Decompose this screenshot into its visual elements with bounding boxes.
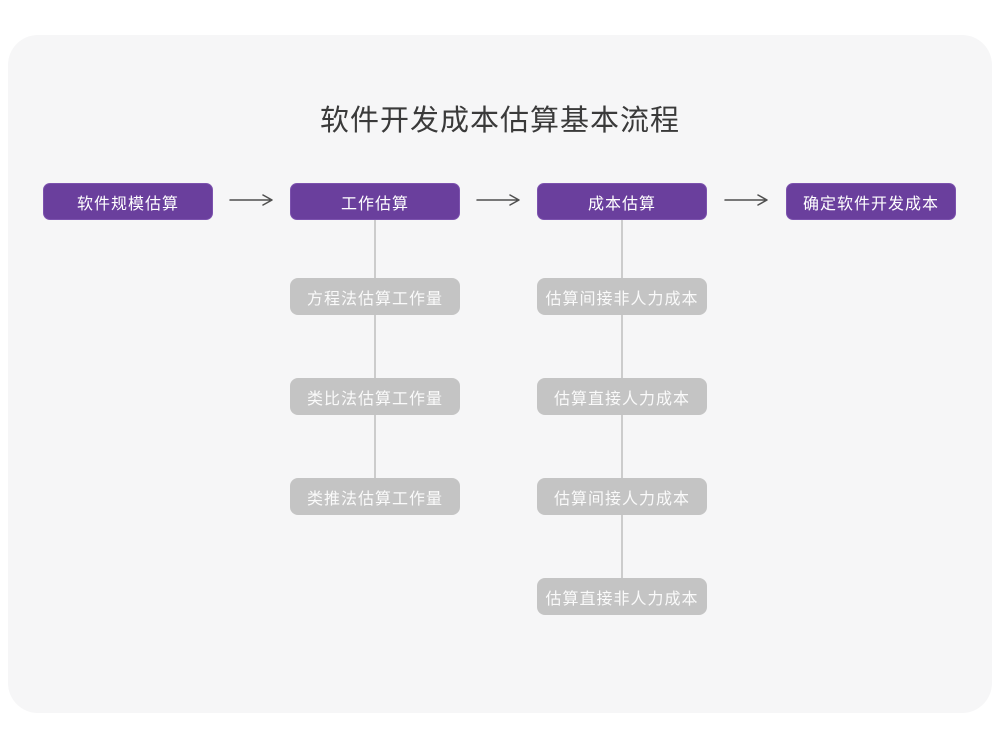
sub-step-direct-labor-cost: 估算直接人力成本 — [537, 378, 707, 415]
flow-step-software-size-estimation: 软件规模估算 — [43, 183, 213, 220]
sub-step-extrapolation-method: 类推法估算工作量 — [290, 478, 460, 515]
sub-step-indirect-labor-cost: 估算间接人力成本 — [537, 478, 707, 515]
flow-step-work-estimation: 工作估算 — [290, 183, 460, 220]
sub-step-direct-nonlabor-cost: 估算直接非人力成本 — [537, 578, 707, 615]
sub-step-indirect-nonlabor-cost: 估算间接非人力成本 — [537, 278, 707, 315]
arrow-right-icon — [724, 194, 768, 206]
sub-step-equation-method: 方程法估算工作量 — [290, 278, 460, 315]
connector-line-work-methods — [374, 220, 376, 497]
diagram-title: 软件开发成本估算基本流程 — [319, 105, 680, 137]
flow-step-determine-dev-cost: 确定软件开发成本 — [786, 183, 956, 220]
sub-step-analogy-method: 类比法估算工作量 — [290, 378, 460, 415]
flowchart-card: 软件开发成本估算基本流程 软件规模估算 工作估算 成本估算 确定软件开发成本 方… — [8, 35, 992, 713]
arrow-right-icon — [229, 194, 273, 206]
arrow-right-icon — [476, 194, 520, 206]
flow-step-cost-estimation: 成本估算 — [537, 183, 707, 220]
